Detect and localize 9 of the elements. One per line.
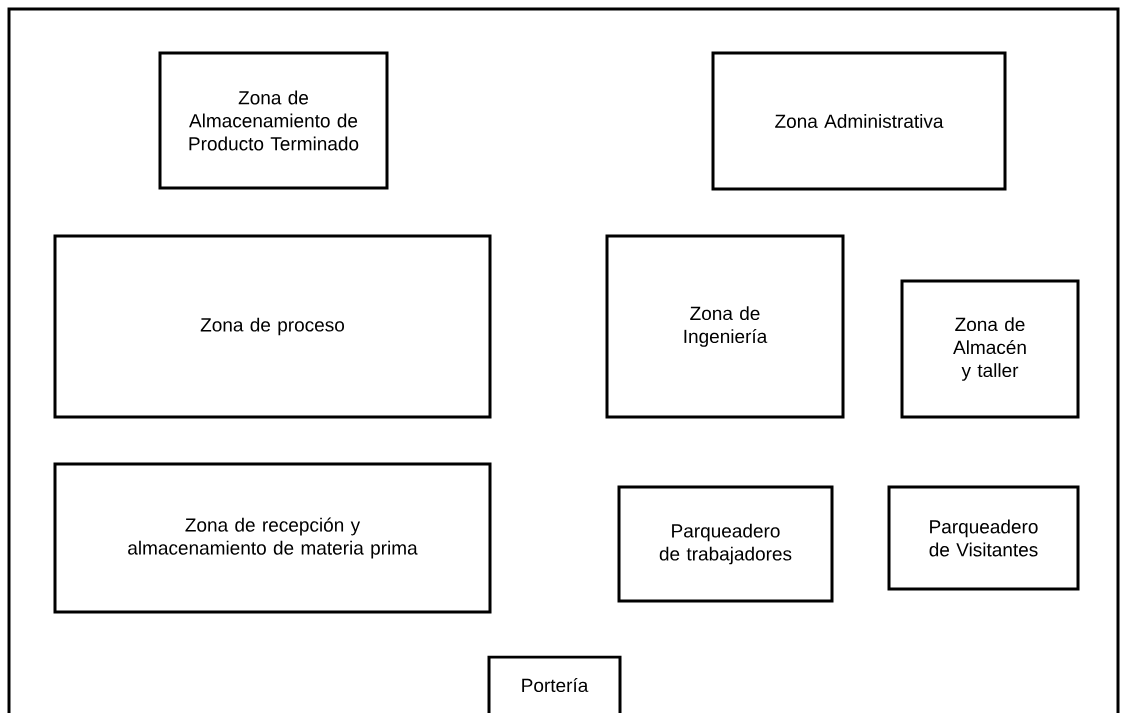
zone-box: Zona de proceso bbox=[53, 234, 492, 419]
zone-box: Zona Administrativa bbox=[711, 51, 1007, 191]
zone-box: Zona de Ingeniería bbox=[605, 234, 845, 419]
zone-box: Zona de Almacén y taller bbox=[900, 279, 1080, 419]
zone-box: Zona de recepción y almacenamiento de materia prima bbox=[53, 462, 492, 614]
zone-box: Parqueadero de trabajadores bbox=[617, 485, 834, 603]
zone-box: Portería bbox=[487, 655, 622, 713]
zone-box: Zona de Almacenamiento de Producto Terminado bbox=[158, 51, 389, 190]
zone-box: Parqueadero de Visitantes bbox=[887, 485, 1080, 591]
